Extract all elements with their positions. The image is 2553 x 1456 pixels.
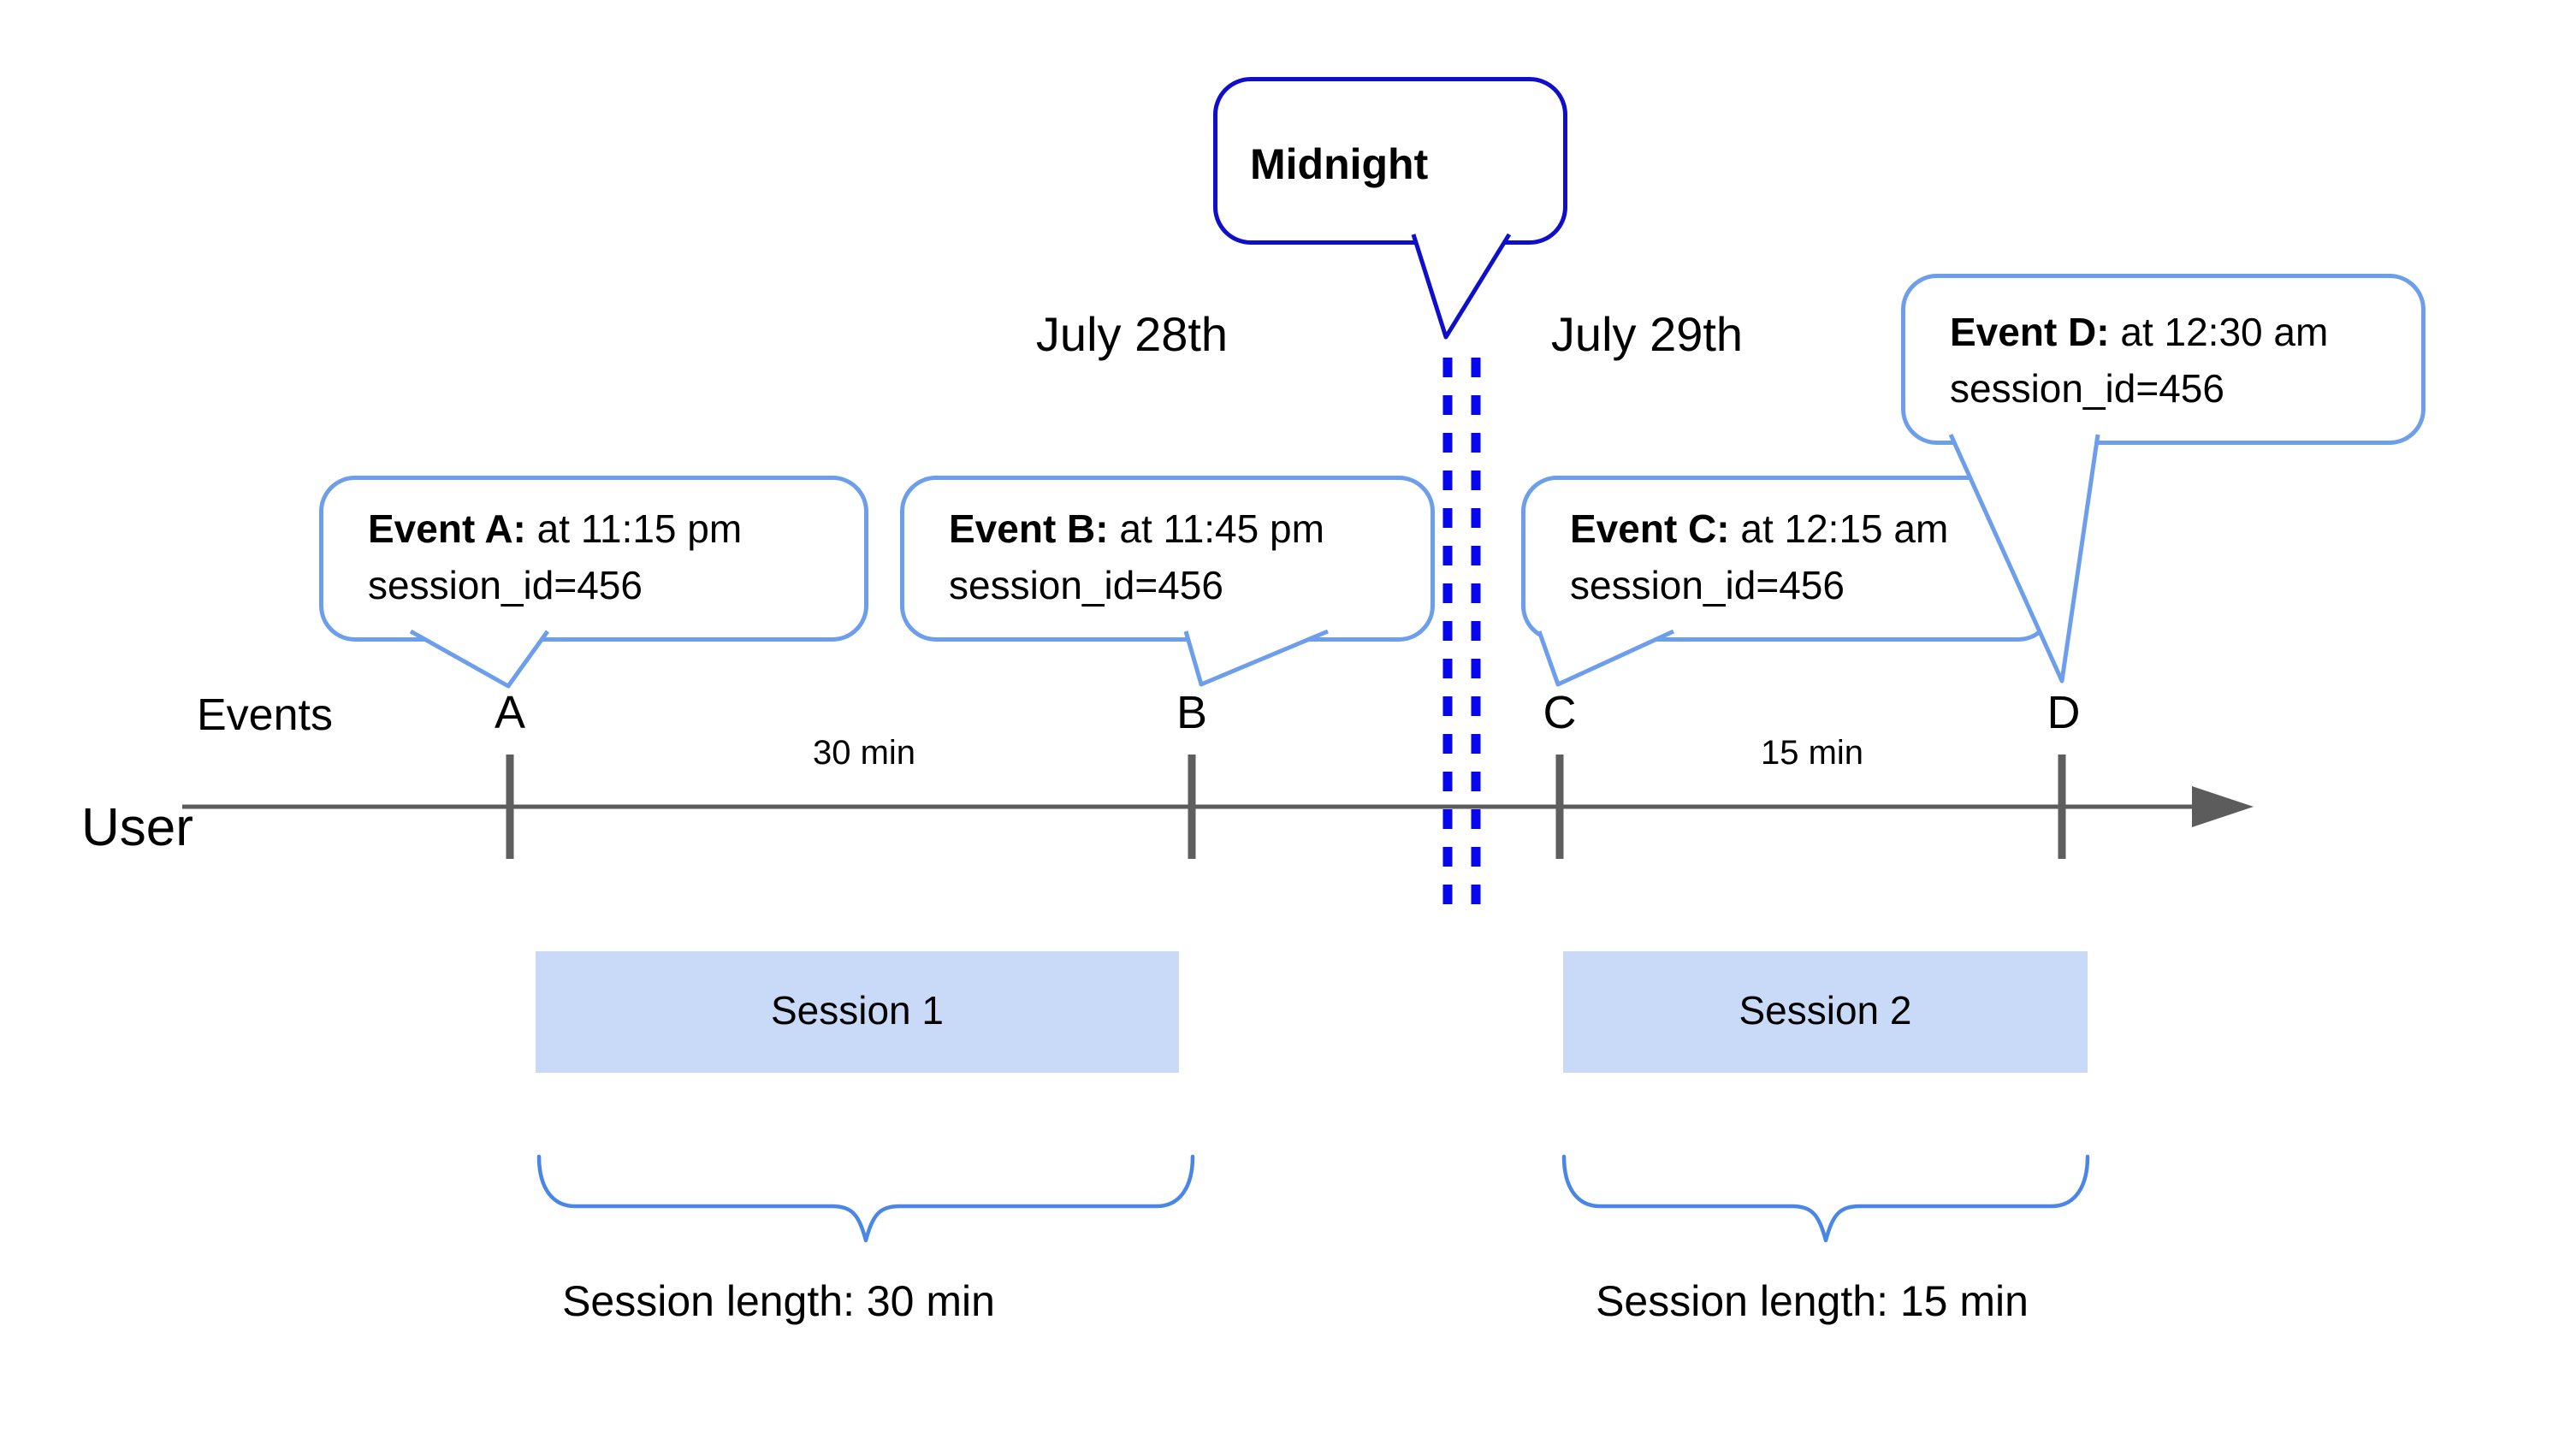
- interval-label-30min: 30 min: [812, 734, 916, 772]
- tick-label-c: C: [1543, 687, 1577, 738]
- event-a-text: Event A: at 11:15 pm session_id=456: [368, 506, 743, 607]
- tick-label-b: B: [1176, 687, 1208, 738]
- event-c-callout: Event C: at 12:15 am session_id=456: [1521, 476, 2054, 642]
- event-d-text: Event D: at 12:30 am session_id=456: [1950, 310, 2329, 411]
- event-b-text: Event B: at 11:45 pm session_id=456: [949, 506, 1324, 607]
- session-1-brace: [536, 1154, 1195, 1243]
- event-a-callout: Event A: at 11:15 pm session_id=456: [319, 476, 868, 642]
- events-label: Events: [197, 690, 333, 740]
- user-label: User: [81, 798, 193, 857]
- tick-label-a: A: [494, 687, 526, 738]
- session-1-box: Session 1: [536, 951, 1179, 1073]
- session-2-length-label: Session length: 15 min: [1596, 1277, 2029, 1325]
- session-2-label: Session 2: [1739, 987, 1912, 1033]
- date-label-july-29: July 29th: [1550, 307, 1744, 361]
- event-c-text: Event C: at 12:15 am session_id=456: [1570, 506, 1949, 607]
- session-braces: [536, 1154, 2090, 1243]
- session-2-brace: [1561, 1154, 2090, 1243]
- session-1-length-label: Session length: 30 min: [562, 1277, 995, 1325]
- tick-label-d: D: [2047, 687, 2081, 738]
- session-2-box: Session 2: [1563, 951, 2088, 1073]
- timeline-arrowhead: [2192, 786, 2254, 827]
- midnight-dashed-lines: [1442, 358, 1481, 914]
- event-b-callout: Event B: at 11:45 pm session_id=456: [900, 476, 1435, 642]
- session-1-label: Session 1: [770, 987, 944, 1033]
- event-d-callout: Event D: at 12:30 am session_id=456: [1901, 274, 2426, 445]
- date-label-july-28: July 28th: [1035, 307, 1229, 361]
- midnight-callout: Midnight: [1213, 77, 1567, 245]
- midnight-label: Midnight: [1250, 140, 1429, 188]
- interval-label-15min: 15 min: [1760, 734, 1864, 772]
